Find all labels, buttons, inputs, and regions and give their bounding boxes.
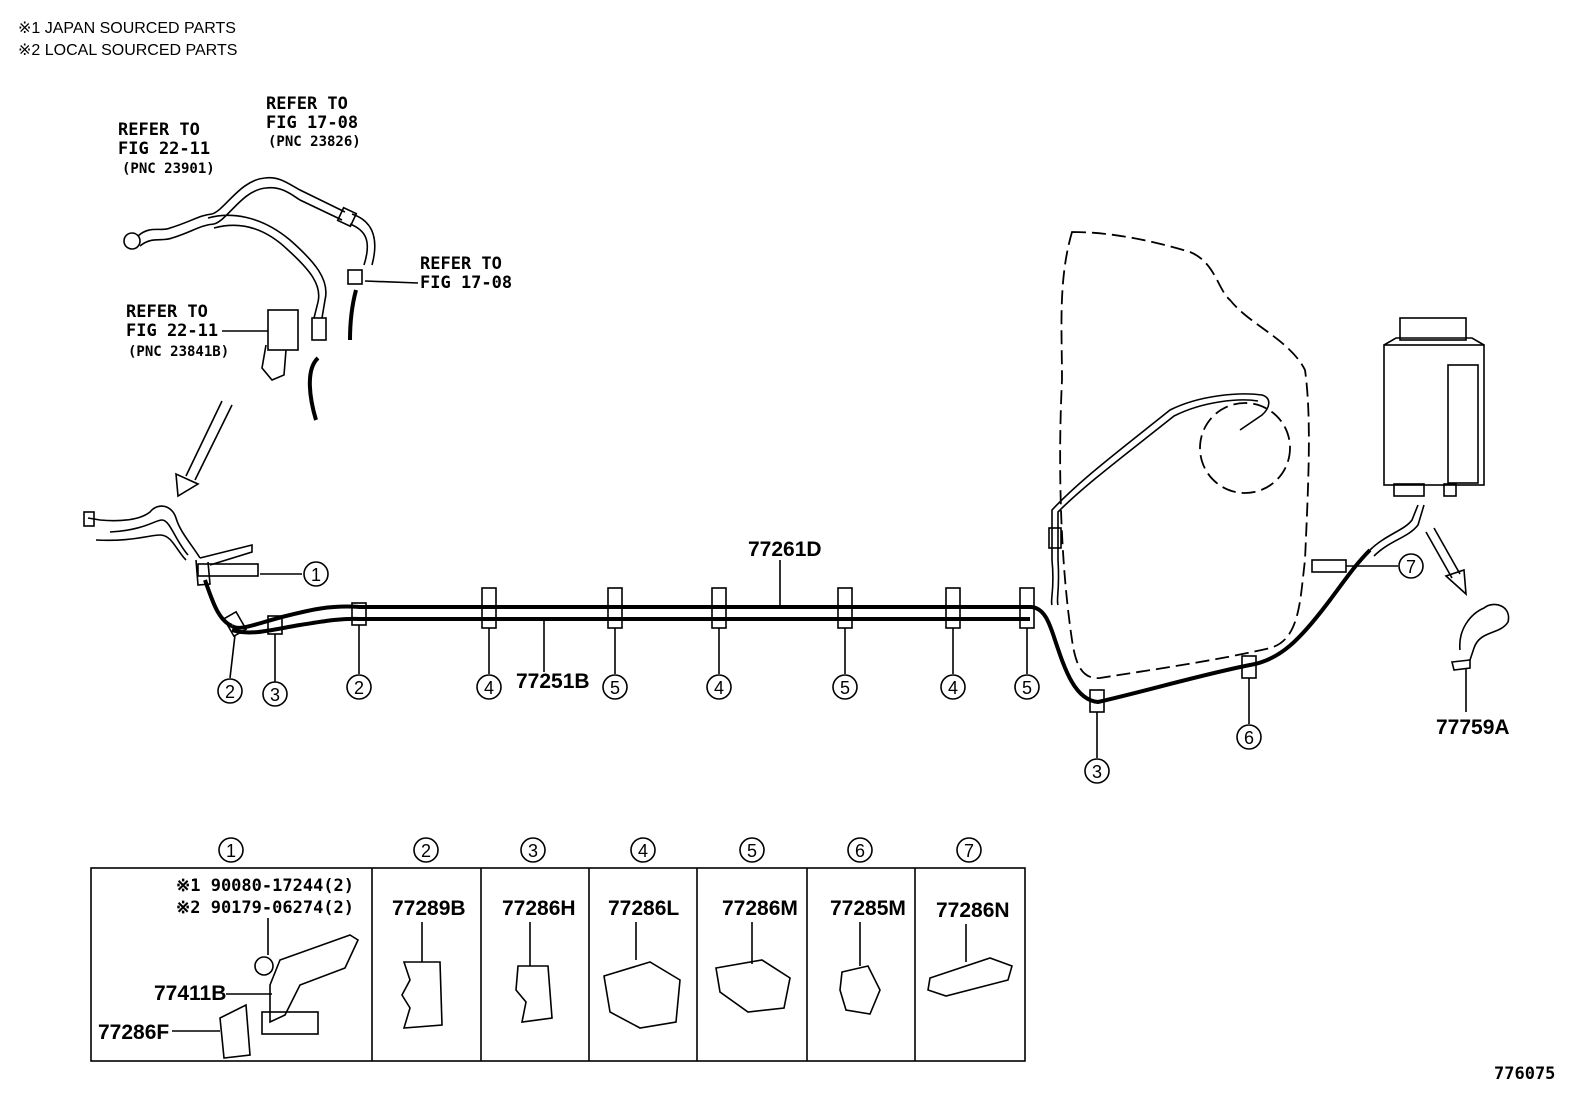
label-77261d: 77261D bbox=[748, 538, 822, 561]
svg-text:6: 6 bbox=[855, 841, 865, 861]
cell1-line1: ※1 90080-17244(2) bbox=[176, 876, 354, 896]
clip-77286h-icon bbox=[515, 965, 553, 1023]
callout-3: 3 bbox=[1084, 758, 1110, 784]
left-pipe-bundle bbox=[83, 505, 259, 628]
svg-text:2: 2 bbox=[225, 682, 235, 702]
ref-fig-17-08-b: REFER TO FIG 17-08 bbox=[420, 254, 512, 293]
canister bbox=[1383, 317, 1485, 497]
callout-4: 4 bbox=[706, 674, 732, 700]
part-77286h: 77286H bbox=[502, 897, 576, 920]
callout-2: 2 bbox=[217, 678, 243, 704]
svg-text:FIG 22-11: FIG 22-11 bbox=[126, 321, 218, 341]
leader-lines bbox=[229, 560, 1398, 758]
table-header-6: 6 bbox=[847, 837, 873, 863]
pipe-clamps bbox=[222, 559, 1347, 713]
svg-text:4: 4 bbox=[638, 841, 648, 861]
fuel-tank-outline bbox=[1059, 231, 1310, 679]
svg-text:(PNC 23841B): (PNC 23841B) bbox=[128, 344, 229, 360]
svg-text:(PNC 23901): (PNC 23901) bbox=[122, 161, 215, 177]
part-77286l: 77286L bbox=[608, 897, 679, 920]
svg-text:FIG 17-08: FIG 17-08 bbox=[266, 113, 358, 133]
part-77285m: 77285M bbox=[830, 897, 906, 920]
table-header-1: 1 bbox=[218, 837, 244, 863]
svg-text:REFER TO: REFER TO bbox=[266, 94, 348, 114]
svg-text:7: 7 bbox=[1406, 557, 1416, 577]
svg-text:6: 6 bbox=[1244, 728, 1254, 748]
arrow-down-left-icon bbox=[175, 400, 233, 498]
arrow-down-right-icon bbox=[1425, 527, 1467, 596]
svg-text:4: 4 bbox=[484, 678, 494, 698]
callout-3: 3 bbox=[262, 681, 288, 707]
label-77759a: 77759A bbox=[1436, 716, 1510, 739]
svg-text:3: 3 bbox=[270, 685, 280, 705]
nut-icon bbox=[254, 956, 274, 976]
clip-77286n-icon bbox=[927, 957, 1013, 997]
clamp-icon bbox=[219, 1003, 251, 1059]
table-header-7: 7 bbox=[956, 837, 982, 863]
note-local-sourced: ※2 LOCAL SOURCED PARTS bbox=[18, 42, 238, 59]
svg-text:5: 5 bbox=[747, 841, 757, 861]
svg-text:4: 4 bbox=[948, 678, 958, 698]
clip-77285m-icon bbox=[839, 965, 881, 1015]
part-77286m: 77286M bbox=[722, 897, 798, 920]
main-pipe bbox=[230, 393, 1425, 705]
callout-7: 7 bbox=[1398, 553, 1424, 579]
cell1-part-a: 77411B bbox=[154, 982, 226, 1005]
svg-text:4: 4 bbox=[714, 678, 724, 698]
clip-77289b-icon bbox=[401, 961, 443, 1029]
table-header-5: 5 bbox=[739, 837, 765, 863]
svg-text:5: 5 bbox=[840, 678, 850, 698]
svg-text:7: 7 bbox=[964, 841, 974, 861]
callout-5: 5 bbox=[832, 674, 858, 700]
cell1-part-b: 77286F bbox=[98, 1021, 169, 1044]
callout-5: 5 bbox=[1014, 674, 1040, 700]
svg-text:REFER TO: REFER TO bbox=[118, 120, 200, 140]
svg-text:(PNC 23826): (PNC 23826) bbox=[268, 134, 361, 150]
cell1-line2: ※2 90179-06274(2) bbox=[176, 898, 354, 918]
callout-4: 4 bbox=[476, 674, 502, 700]
parts-table: 1 2 3 4 5 6 7 ※1 90080-17244(2) ※2 90179… bbox=[90, 837, 1026, 1062]
hose-77759a bbox=[1451, 603, 1510, 712]
callout-circles: 1 2 3 2 4 5 4 5 4 5 3 6 7 bbox=[217, 553, 1424, 784]
svg-text:2: 2 bbox=[421, 841, 431, 861]
ref-fig-17-08-a: REFER TO FIG 17-08 (PNC 23826) bbox=[266, 94, 361, 150]
svg-text:5: 5 bbox=[1022, 678, 1032, 698]
part-77286n: 77286N bbox=[936, 899, 1010, 922]
clip-77286l-icon bbox=[603, 961, 681, 1029]
note-japan-sourced: ※1 JAPAN SOURCED PARTS bbox=[18, 20, 236, 37]
callout-2: 2 bbox=[346, 674, 372, 700]
svg-text:REFER TO: REFER TO bbox=[126, 302, 208, 322]
svg-text:2: 2 bbox=[354, 678, 364, 698]
upper-hoses bbox=[123, 176, 419, 421]
svg-text:1: 1 bbox=[226, 841, 236, 861]
clip-77286m-icon bbox=[715, 959, 791, 1013]
svg-text:5: 5 bbox=[610, 678, 620, 698]
svg-text:FIG 22-11: FIG 22-11 bbox=[118, 139, 210, 159]
table-header-4: 4 bbox=[630, 837, 656, 863]
callout-1: 1 bbox=[303, 561, 329, 587]
ref-fig-22-11-b: REFER TO FIG 22-11 (PNC 23841B) bbox=[126, 302, 229, 360]
ref-fig-22-11-a: REFER TO FIG 22-11 (PNC 23901) bbox=[118, 120, 215, 177]
table-header-2: 2 bbox=[413, 837, 439, 863]
callout-5: 5 bbox=[602, 674, 628, 700]
callout-6: 6 bbox=[1236, 724, 1262, 750]
callout-4: 4 bbox=[940, 674, 966, 700]
svg-text:REFER TO: REFER TO bbox=[420, 254, 502, 274]
svg-text:FIG 17-08: FIG 17-08 bbox=[420, 273, 512, 293]
svg-text:3: 3 bbox=[528, 841, 538, 861]
label-77251b: 77251B bbox=[516, 670, 590, 693]
part-77289b: 77289B bbox=[392, 897, 466, 920]
svg-text:3: 3 bbox=[1092, 762, 1102, 782]
svg-text:1: 1 bbox=[311, 565, 321, 585]
figure-id: 776075 bbox=[1494, 1064, 1555, 1084]
table-header-3: 3 bbox=[520, 837, 546, 863]
bracket-icon bbox=[269, 934, 360, 1024]
